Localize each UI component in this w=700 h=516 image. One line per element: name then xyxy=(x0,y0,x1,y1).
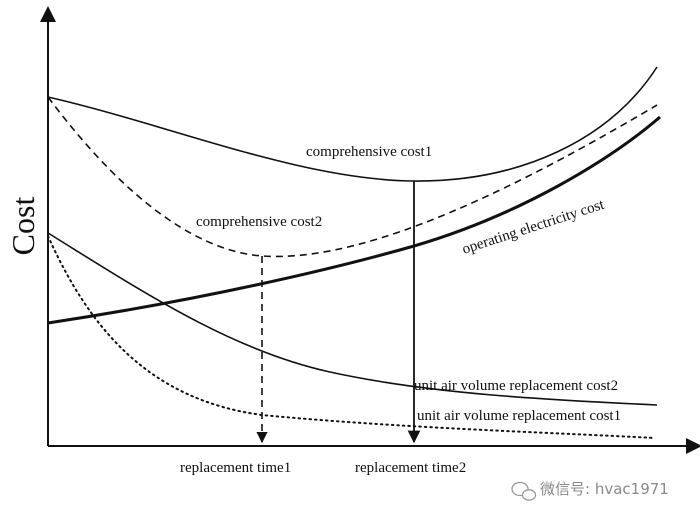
wechat-icon xyxy=(511,481,537,501)
label-comprehensive-cost1: comprehensive cost1 xyxy=(306,144,432,160)
series-unit-air-volume-replacement-cost2 xyxy=(47,232,658,406)
label-replacement-time2: replacement time2 xyxy=(355,460,466,476)
watermark-text: 微信号: hvac1971 xyxy=(540,480,669,498)
curves xyxy=(47,66,661,439)
label-comprehensive-cost2: comprehensive cost2 xyxy=(196,214,322,230)
label-unit-air-volume-replacement-cost2: unit air volume replacement cost2 xyxy=(414,378,618,394)
watermark: 微信号: hvac1971 xyxy=(511,480,669,501)
label-unit-air-volume-replacement-cost1: unit air volume replacement cost1 xyxy=(417,408,621,424)
label-replacement-time1: replacement time1 xyxy=(180,460,291,476)
series-operating-electricity-cost xyxy=(47,115,661,325)
series-comprehensive-cost2 xyxy=(47,96,658,258)
series-comprehensive-cost1 xyxy=(47,66,658,182)
y-axis-label: Cost xyxy=(5,197,41,256)
label-operating-electricity-cost: operating electricity cost xyxy=(460,197,607,258)
